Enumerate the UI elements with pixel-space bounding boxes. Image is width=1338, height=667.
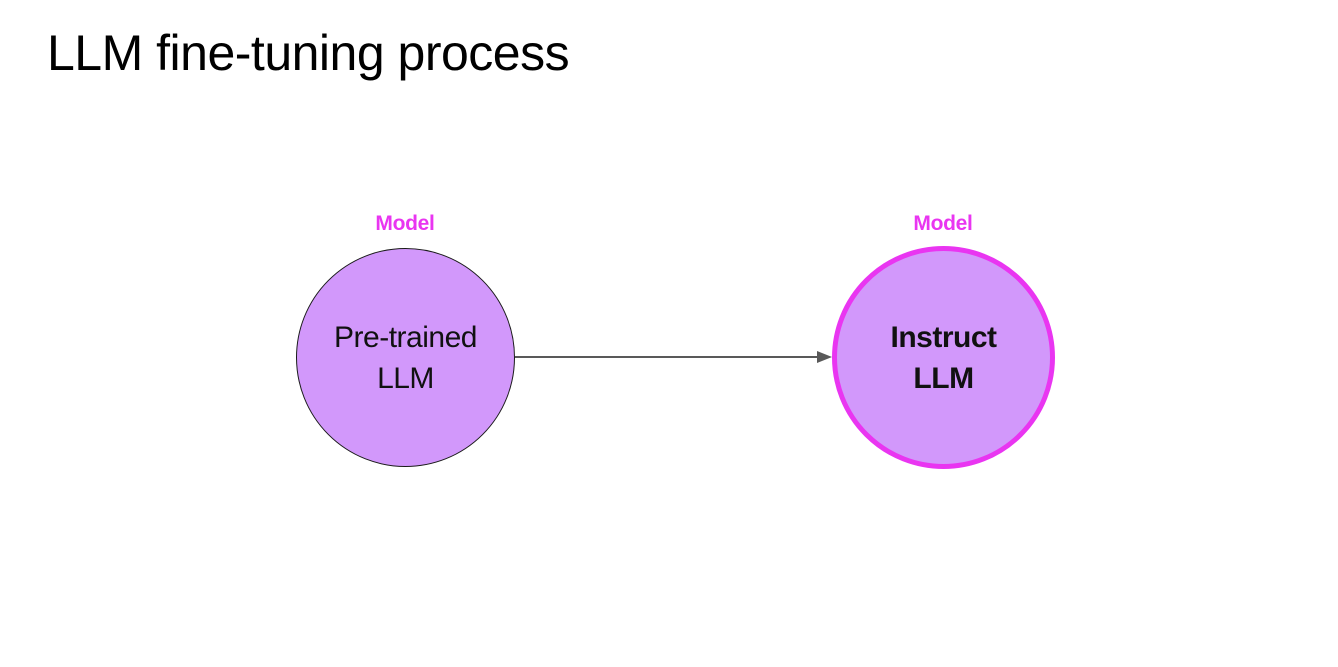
instruct-llm-label: Instruct LLM [890,317,997,399]
pretrained-llm-label-line2: LLM [377,361,434,395]
pretrained-llm-node: Pre-trained LLM [296,248,515,467]
model-label-instruct: Model [913,212,973,235]
arrow-right-icon [817,351,832,363]
instruct-llm-label-line2: LLM [913,361,974,395]
instruct-llm-node: Instruct LLM [832,246,1055,469]
instruct-llm-label-line1: Instruct [890,320,997,354]
page-title: LLM fine-tuning process [47,25,570,81]
model-label-pretrained: Model [375,212,435,235]
pretrained-llm-label-line1: Pre-trained [334,320,477,354]
pretrained-llm-label: Pre-trained LLM [334,317,477,399]
